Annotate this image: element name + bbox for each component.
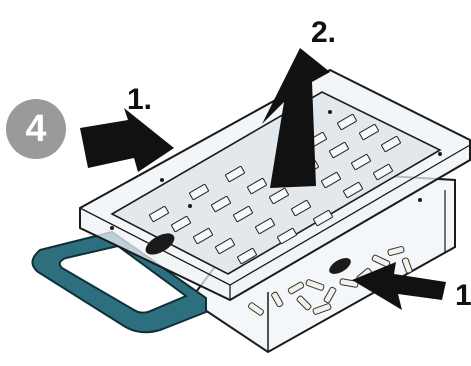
lift-label: 2. xyxy=(311,18,336,48)
press-arrow-icon xyxy=(80,108,174,172)
step-number-badge: 4 xyxy=(6,99,66,159)
press-label-right: 1. xyxy=(455,281,471,311)
press-label-left: 1. xyxy=(127,85,152,115)
